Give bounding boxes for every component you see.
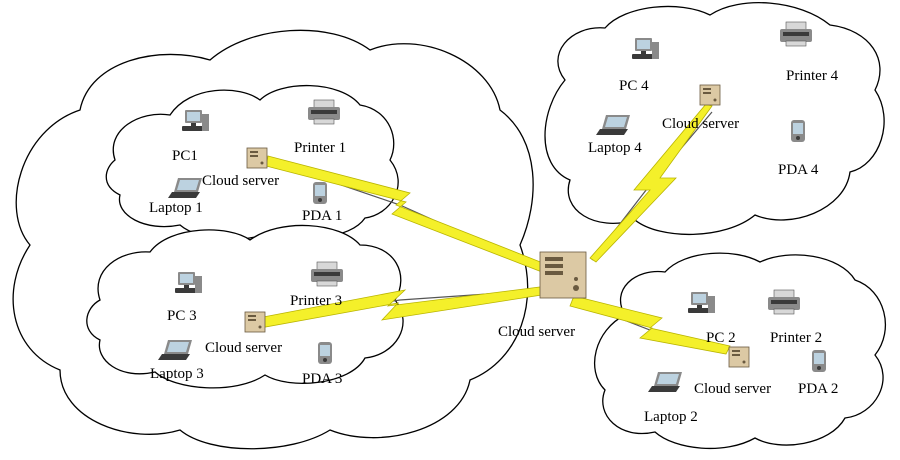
pda3-icon [318,342,332,364]
pda4-icon [791,120,805,142]
central-server-label: Cloud server [498,324,575,340]
cloud2-server-icon [728,346,750,368]
pc3-label: PC 3 [167,308,197,324]
cloud-4 [544,2,885,236]
laptop3-label: Laptop 3 [150,366,204,382]
printer4-label: Printer 4 [786,68,839,84]
pda2-icon [812,350,826,372]
lightning-bolt-cloud4 [589,103,713,263]
pc4-label: PC 4 [619,78,649,94]
cloud3-server-icon [244,311,266,333]
printer3-label: Printer 3 [290,293,342,309]
printer1-label: Printer 1 [294,140,346,156]
lightning-bolt-cloud2 [569,295,731,355]
cloud1-server-label: Cloud server [202,173,279,189]
laptop4-label: Laptop 4 [588,140,642,156]
cloud1-server-icon [246,147,268,169]
pc2-label: PC 2 [706,330,736,346]
cloud3-server-label: Cloud server [205,340,282,356]
laptop1-label: Laptop 1 [149,200,203,216]
pda1-label: PDA 1 [302,208,342,224]
pda3-label: PDA 3 [302,371,342,387]
cloud4-server-icon [699,84,721,106]
pc1-label: PC1 [172,148,198,164]
pda1-icon [313,182,327,204]
cloud2-server-label: Cloud server [694,381,771,397]
cloud4-server-label: Cloud server [662,116,739,132]
central-server-icon [539,251,587,299]
laptop2-label: Laptop 2 [644,409,698,425]
pda4-label: PDA 4 [778,162,819,178]
pda2-label: PDA 2 [798,381,838,397]
printer2-label: Printer 2 [770,330,822,346]
